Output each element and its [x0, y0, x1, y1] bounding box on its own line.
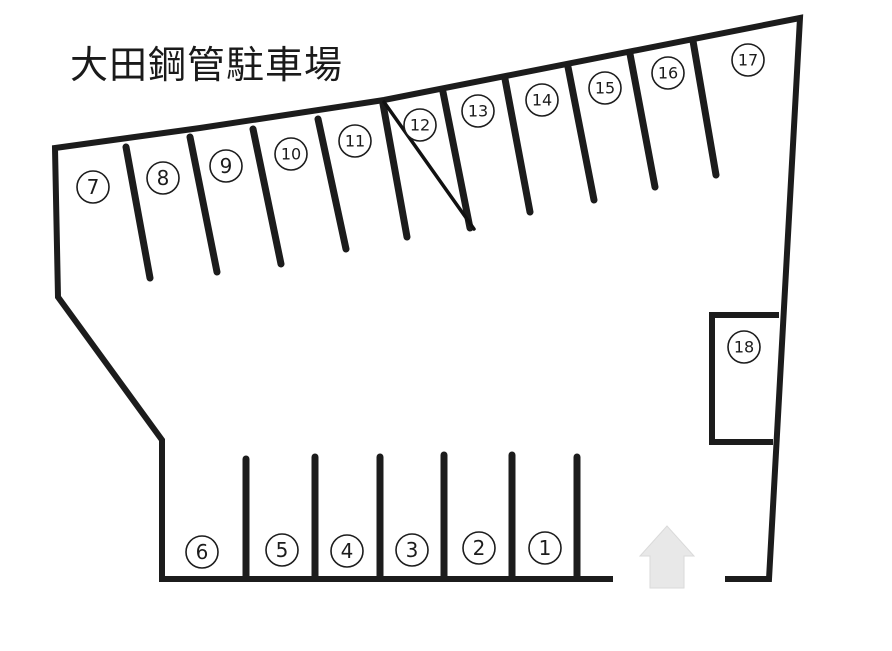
- svg-text:13: 13: [468, 102, 488, 121]
- svg-text:15: 15: [595, 79, 615, 98]
- svg-text:7: 7: [87, 175, 100, 199]
- svg-text:2: 2: [473, 536, 486, 560]
- space-label-2: 2: [462, 531, 496, 565]
- divider-top-5: [379, 100, 411, 241]
- svg-text:5: 5: [276, 538, 289, 562]
- svg-text:18: 18: [734, 338, 754, 357]
- svg-text:4: 4: [341, 539, 354, 563]
- space-label-4: 4: [330, 534, 364, 568]
- space-label-10: 10: [274, 137, 308, 171]
- space-12-diagonal: [382, 100, 476, 231]
- space-label-14: 14: [525, 83, 559, 117]
- divider-top-9: [626, 50, 659, 191]
- space-18-box: [709, 312, 779, 445]
- space-label-11: 11: [338, 124, 372, 158]
- divider-top-6: [439, 88, 474, 232]
- boundary-wall-west: [51, 14, 804, 582]
- divider-top-2: [186, 133, 221, 276]
- svg-text:9: 9: [220, 154, 233, 178]
- svg-text:16: 16: [658, 64, 678, 83]
- space-label-1: 1: [528, 531, 562, 565]
- divider-top-1: [122, 143, 154, 282]
- space-label-7: 7: [76, 170, 110, 204]
- space-label-12: 12: [403, 108, 437, 142]
- space-label-17: 17: [731, 43, 765, 77]
- svg-text:11: 11: [345, 132, 365, 151]
- space-label-15: 15: [588, 71, 622, 105]
- page-title: 大田鋼管駐車場: [70, 43, 344, 87]
- space-label-18: 18: [727, 330, 761, 364]
- svg-text:6: 6: [196, 540, 209, 564]
- space-label-16: 16: [651, 56, 685, 90]
- svg-text:1: 1: [539, 536, 552, 560]
- svg-text:3: 3: [406, 538, 419, 562]
- svg-text:12: 12: [410, 116, 430, 135]
- divider-top-7: [501, 75, 534, 216]
- svg-text:10: 10: [281, 145, 301, 164]
- divider-top-4: [314, 115, 350, 253]
- svg-text:8: 8: [157, 166, 170, 190]
- divider-top-8: [564, 63, 598, 204]
- svg-text:17: 17: [738, 51, 758, 70]
- entrance-arrow-icon: [638, 525, 696, 589]
- space-label-9: 9: [209, 149, 243, 183]
- svg-text:14: 14: [532, 91, 552, 110]
- space-label-5: 5: [265, 533, 299, 567]
- space-label-13: 13: [461, 94, 495, 128]
- divider-top-10: [689, 37, 720, 179]
- space-label-6: 6: [185, 535, 219, 569]
- space-label-3: 3: [395, 533, 429, 567]
- divider-top-3: [249, 125, 285, 268]
- space-label-8: 8: [146, 161, 180, 195]
